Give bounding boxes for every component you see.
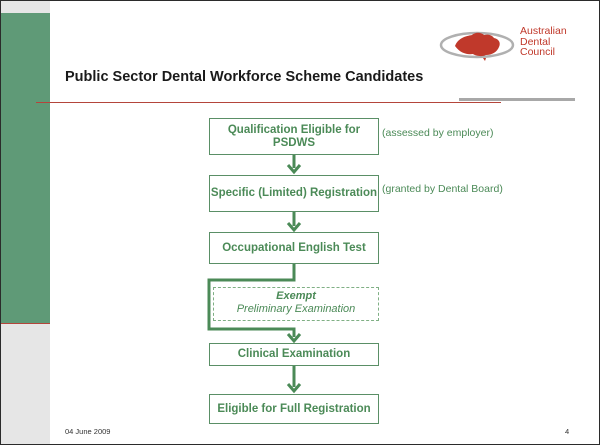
side-accent-rule — [1, 323, 50, 324]
flow-box-english-test: Occupational English Test — [209, 232, 379, 264]
logo-line-2: Dental — [520, 35, 551, 48]
preliminary-label: Preliminary Examination — [236, 303, 356, 315]
flow-box-qualification: Qualification Eligible for PSDWS — [209, 118, 379, 155]
flow-box-preliminary-exam: Exempt Preliminary Examination — [213, 287, 379, 321]
arrow-1-2-head — [286, 164, 302, 175]
arrow-to-clinical-head — [286, 333, 302, 344]
flow-box-full-registration: Eligible for Full Registration — [209, 394, 379, 424]
logo: Australian Dental Council — [439, 25, 589, 69]
australia-map-icon — [439, 31, 515, 61]
page-number: 4 — [565, 427, 570, 436]
exempt-label: Exempt — [276, 290, 316, 302]
logo-line-3: Council — [520, 46, 556, 58]
note-assessed: (assessed by employer) — [382, 127, 494, 139]
arrow-5-6-head — [286, 383, 302, 394]
flow-box-specific-registration: Specific (Limited) Registration — [209, 175, 379, 212]
footer-date: 04 June 2009 — [65, 427, 111, 436]
logo-text: Australian Dental Council — [520, 26, 567, 58]
bypass-connector — [207, 264, 296, 337]
title-rule-accent — [459, 98, 575, 101]
title-rule — [36, 102, 501, 103]
note-granted: (granted by Dental Board) — [382, 183, 503, 195]
arrow-2-3-head — [286, 222, 302, 233]
slide-title: Public Sector Dental Workforce Scheme Ca… — [65, 69, 424, 85]
logo-line-1: Australian — [520, 25, 567, 37]
side-accent-band — [1, 13, 50, 324]
flow-box-clinical-exam: Clinical Examination — [209, 343, 379, 366]
